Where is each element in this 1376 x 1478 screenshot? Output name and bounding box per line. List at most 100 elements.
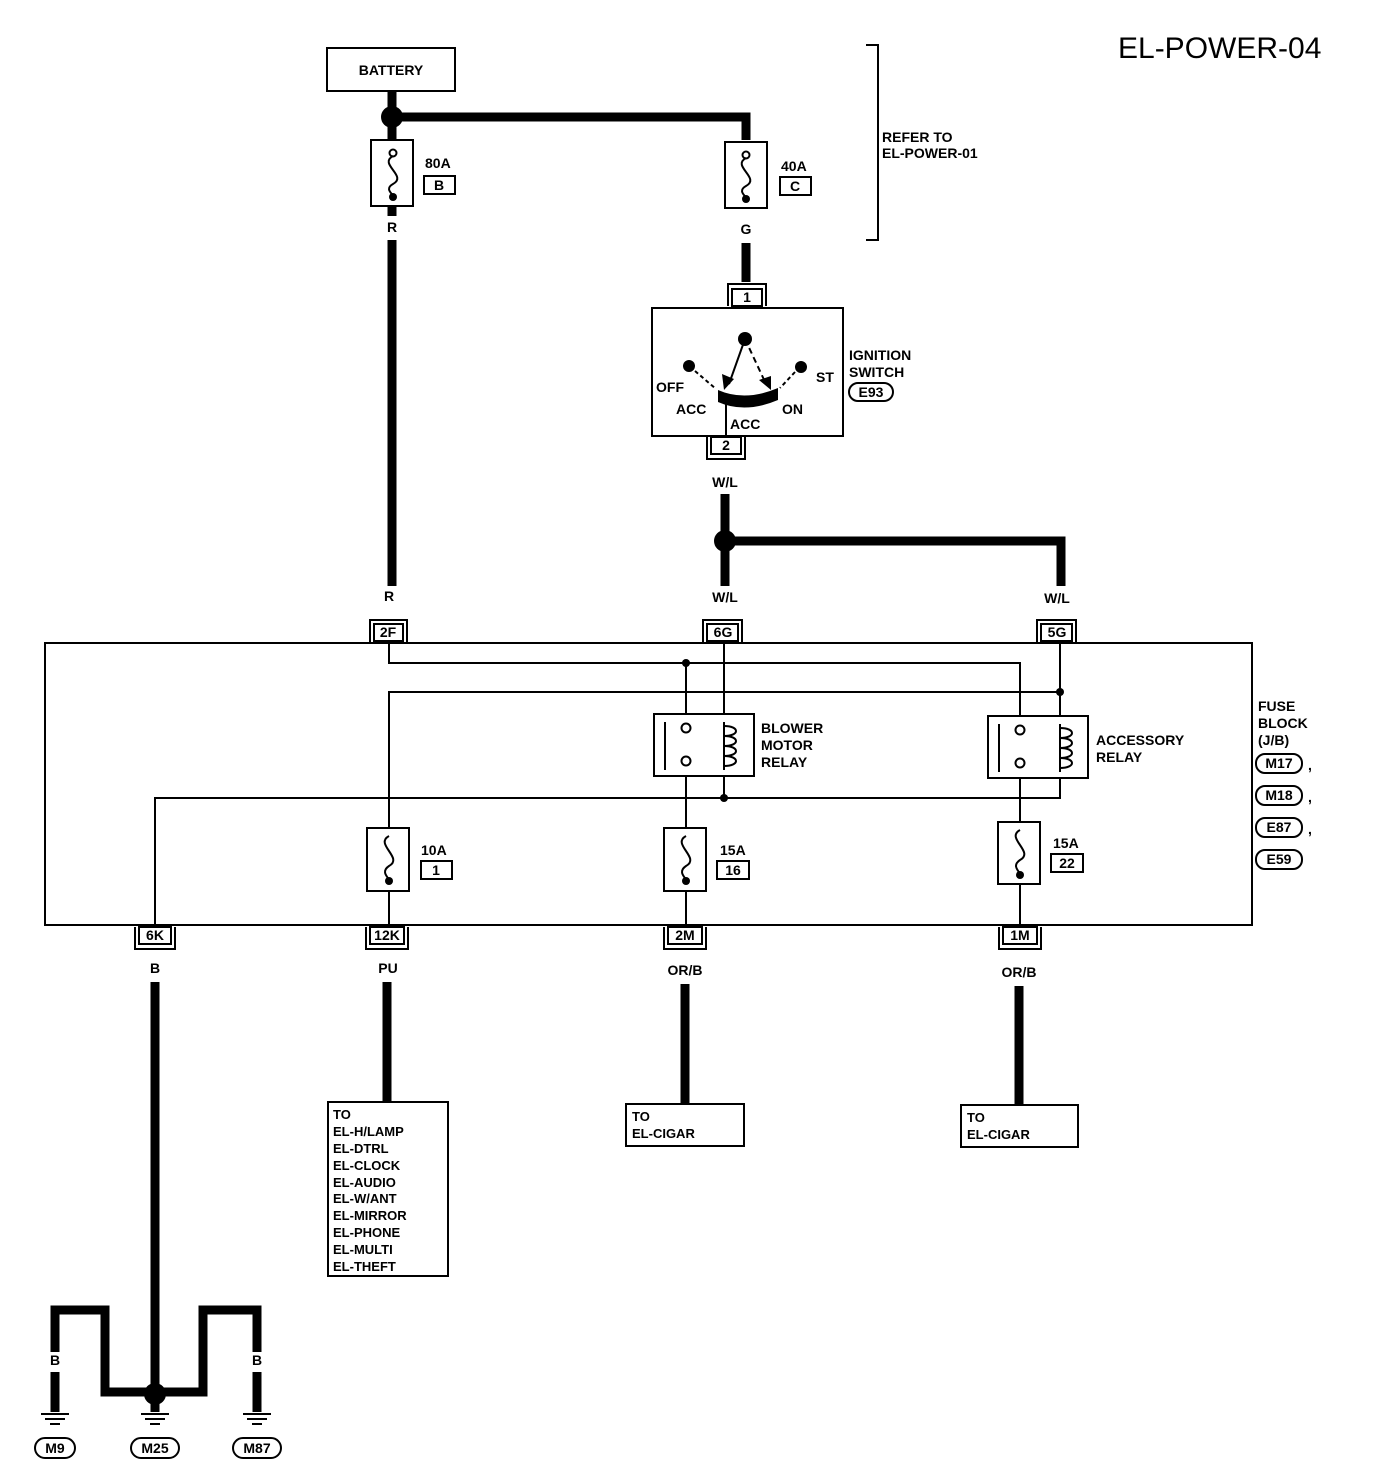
ground-connector-pill-m87 <box>232 1437 282 1459</box>
ignition-position-st: ST <box>816 369 834 385</box>
wire-label-g: G <box>741 221 752 237</box>
wire-label-orb-2m: OR/B <box>668 962 703 978</box>
ignition-terminal-1-box <box>731 288 763 307</box>
ignition-connector-pill <box>848 382 894 402</box>
fuse-block-connector-3: E87 <box>1267 819 1292 835</box>
fuse-block-outline <box>44 642 1253 926</box>
ground-wire-right <box>155 1305 262 1397</box>
destination-pu-6: EL-MIRROR <box>333 1208 407 1223</box>
destination-pu-0: TO <box>333 1107 351 1122</box>
terminal-6k: 6K <box>146 927 164 943</box>
ground-icon-m87 <box>243 1413 271 1425</box>
destination-cigar-2-line2: EL-CIGAR <box>967 1127 1030 1142</box>
fuse-22-number: 22 <box>1059 855 1075 871</box>
blower-relay-name-3: RELAY <box>761 754 808 770</box>
ground-icon-m25 <box>141 1413 169 1425</box>
ignition-st-dash <box>779 371 796 389</box>
wire-label-r-fuse: R <box>387 219 397 235</box>
ground-wire-label-1: B <box>50 1352 60 1368</box>
ground-connector-pill-m25 <box>130 1437 180 1459</box>
fuse-10a-rating: 10A <box>421 842 447 858</box>
wire-label-wl-ignition: W/L <box>712 474 738 490</box>
connector-1m <box>998 926 1042 950</box>
destination-cigar-2-line1: TO <box>967 1110 985 1125</box>
ground-wire-label-3: B <box>150 1352 160 1368</box>
connector-12k <box>365 926 409 950</box>
battery-label: BATTERY <box>359 62 424 78</box>
destination-cigar-1-line1: TO <box>632 1109 650 1124</box>
ground-connector-m87: M87 <box>243 1440 270 1456</box>
destination-box-pu <box>327 1101 449 1277</box>
fusible-link-40a-id: C <box>790 178 800 194</box>
ignition-terminal-1-connector <box>727 283 767 306</box>
destination-pu-5: EL-W/ANT <box>333 1191 397 1206</box>
ground-connector-m25: M25 <box>141 1440 168 1456</box>
connector-2f <box>369 619 408 642</box>
wire-label-r-2f: R <box>384 588 394 604</box>
destination-pu-3: EL-CLOCK <box>333 1158 401 1173</box>
fuse-block-connector-1: M17 <box>1265 755 1292 771</box>
terminal-5g: 5G <box>1048 624 1067 640</box>
ignition-off-dash <box>694 370 717 390</box>
ground-connector-pill-m9 <box>34 1437 76 1459</box>
connector-2m <box>663 926 707 950</box>
ignition-off-contact <box>683 360 695 372</box>
destination-box-cigar-1 <box>625 1103 745 1147</box>
blower-motor-relay <box>653 713 755 777</box>
fuse-16-number: 16 <box>725 862 741 878</box>
ignition-arrow-dashed <box>759 376 771 390</box>
fusible-link-40a-rating: 40A <box>781 158 807 174</box>
ignition-switch-name-2: SWITCH <box>849 364 904 380</box>
fusible-link-80a-id: B <box>434 177 444 193</box>
fuse-block-connector-pill-4 <box>1255 849 1303 870</box>
fuse-block-connector-pill-3 <box>1255 817 1303 838</box>
destination-pu-7: EL-PHONE <box>333 1225 401 1240</box>
destination-box-cigar-2 <box>960 1104 1079 1148</box>
fuse-16-rating: 15A <box>720 842 746 858</box>
ignition-switch-name-1: IGNITION <box>849 347 911 363</box>
ground-splice <box>144 1383 166 1405</box>
wl-branch-wire <box>725 536 1066 586</box>
destination-pu-2: EL-DTRL <box>333 1141 389 1156</box>
fuse-block-separator-2: , <box>1308 789 1312 805</box>
fusible-link-40a <box>724 141 768 209</box>
fuse-block-connector-pill-2 <box>1255 785 1303 806</box>
blower-relay-name-2: MOTOR <box>761 737 813 753</box>
ignition-switch-body <box>651 307 844 437</box>
wire-label-wl-6g: W/L <box>712 589 738 605</box>
fusible-link-80a <box>370 139 414 207</box>
fuse-block-name-1: FUSE <box>1258 698 1295 714</box>
blower-relay-name-1: BLOWER <box>761 720 823 736</box>
wire-label-b-6k: B <box>150 960 160 976</box>
fusible-link-40a-id-box <box>779 176 812 196</box>
fuse-22-number-box <box>1050 853 1084 873</box>
battery-splice <box>381 106 403 128</box>
wire-label-orb-1m: OR/B <box>1002 964 1037 980</box>
destination-pu-1: EL-H/LAMP <box>333 1124 404 1139</box>
fuse-block-internal-wiring <box>154 642 1064 927</box>
ignition-position-acc-left: ACC <box>676 401 706 417</box>
fusible-link-80a-rating: 80A <box>425 155 451 171</box>
fuse-block-name-3: (J/B) <box>1258 732 1289 748</box>
reference-line-1: REFER TO <box>882 129 953 145</box>
terminal-2f: 2F <box>380 624 397 640</box>
terminal-2m: 2M <box>675 927 694 943</box>
fuse-10a <box>366 827 410 892</box>
fuse-block-connector-2: M18 <box>1265 787 1292 803</box>
accessory-relay-name-2: RELAY <box>1096 749 1143 765</box>
fuse-10a-number: 1 <box>432 862 440 878</box>
reference-line-2: EL-POWER-01 <box>882 145 978 161</box>
fuse-block-separator-3: , <box>1308 821 1312 837</box>
wire-label-wl-5g: W/L <box>1044 590 1070 606</box>
ignition-connector: E93 <box>859 384 884 400</box>
terminal-1m: 1M <box>1010 927 1029 943</box>
accessory-relay <box>987 715 1089 779</box>
connector-6g <box>702 619 743 642</box>
fuse-block-connector-pill-1 <box>1255 753 1303 774</box>
ignition-arrow-solid <box>722 374 734 390</box>
wire-label-pu: PU <box>378 960 397 976</box>
ground-wire-label-4: B <box>198 1352 208 1368</box>
fuse-22-rating: 15A <box>1053 835 1079 851</box>
fuse-block-name-2: BLOCK <box>1258 715 1308 731</box>
